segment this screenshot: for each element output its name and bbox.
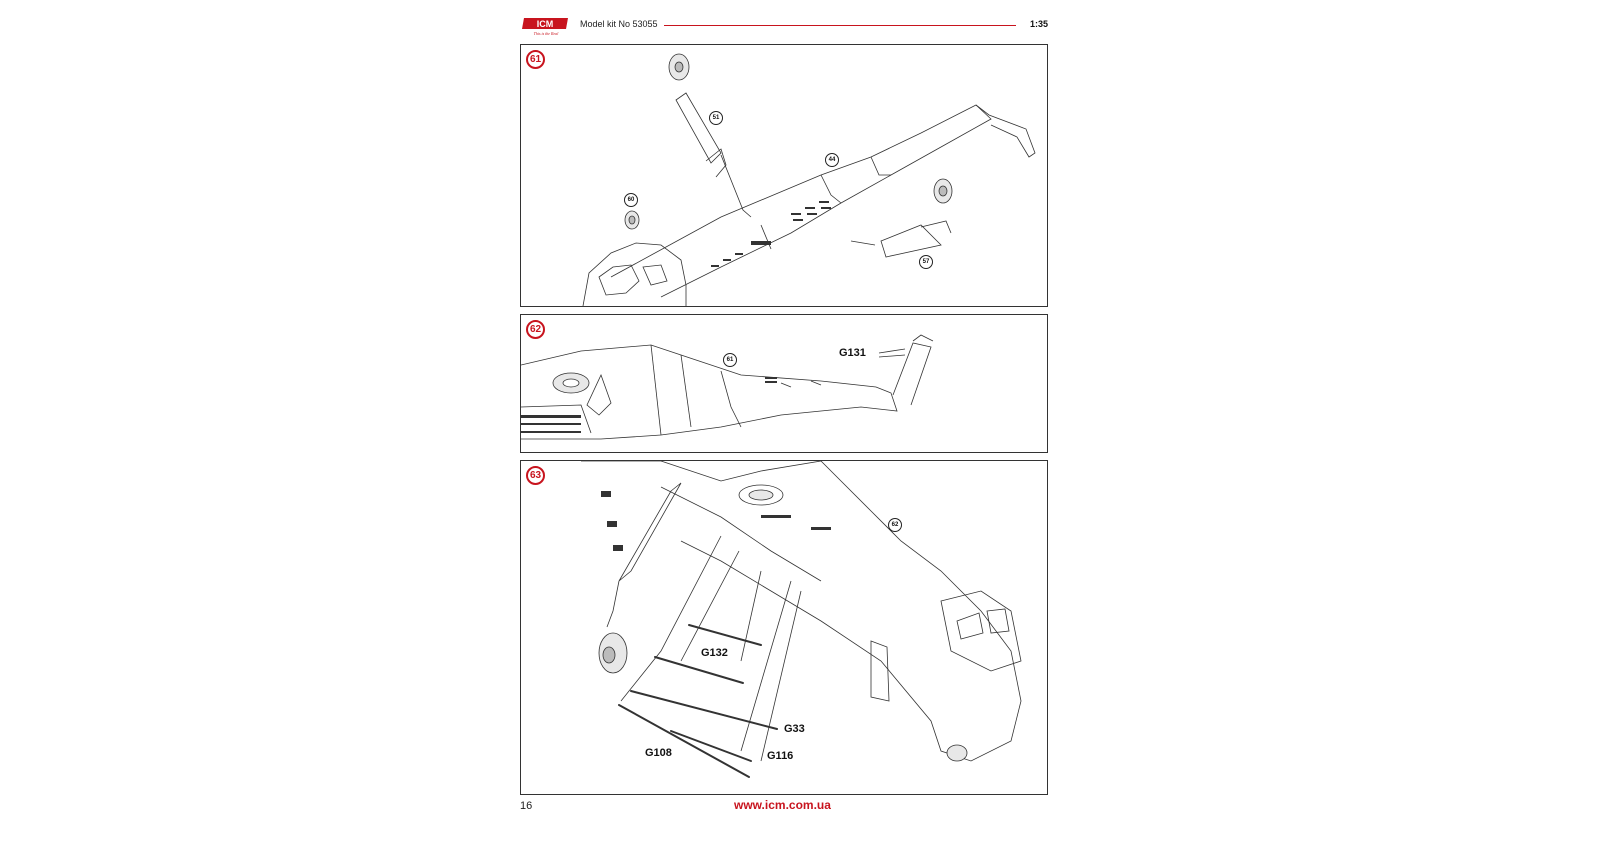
header-rule bbox=[664, 25, 1016, 26]
step-number-63: 63 bbox=[526, 466, 545, 485]
part-callout-51: 51 bbox=[709, 111, 723, 125]
instruction-page: ICM This is the Real Model kit No 53055 … bbox=[520, 0, 1048, 850]
part-label-g33: G33 bbox=[784, 723, 805, 735]
step-62-panel: 62 61 G131 bbox=[520, 314, 1048, 453]
part-label-g132: G132 bbox=[701, 647, 728, 659]
step-number-61: 61 bbox=[526, 50, 545, 69]
step-61-illustration bbox=[582, 53, 1036, 306]
part-label-g108: G108 bbox=[645, 747, 672, 759]
part-callout-62: 62 bbox=[888, 518, 902, 532]
part-callout-61: 61 bbox=[723, 353, 737, 367]
part-callout-60: 60 bbox=[624, 193, 638, 207]
step-63-illustration bbox=[581, 461, 1022, 778]
kit-number: Model kit No 53055 bbox=[580, 19, 658, 29]
part-label-g116: G116 bbox=[767, 750, 794, 762]
page-number: 16 bbox=[520, 800, 533, 812]
part-callout-44: 44 bbox=[825, 153, 839, 167]
step-61-panel: 61 51 44 60 57 bbox=[520, 44, 1048, 307]
svg-text:This is the Real: This is the Real bbox=[534, 31, 560, 36]
page-header: ICM This is the Real Model kit No 53055 … bbox=[520, 14, 1048, 36]
step-number-62: 62 bbox=[526, 320, 545, 339]
icm-logo: ICM This is the Real bbox=[522, 18, 568, 36]
step-63-panel: 63 62 G132 G33 G116 G108 bbox=[520, 460, 1048, 795]
step-62-illustration bbox=[521, 334, 934, 440]
scale-label: 1:35 bbox=[1029, 19, 1048, 29]
website-link[interactable]: www.icm.com.ua bbox=[734, 798, 831, 812]
svg-text:ICM: ICM bbox=[537, 19, 554, 29]
part-callout-57: 57 bbox=[919, 255, 933, 269]
part-label-g131: G131 bbox=[839, 347, 866, 359]
